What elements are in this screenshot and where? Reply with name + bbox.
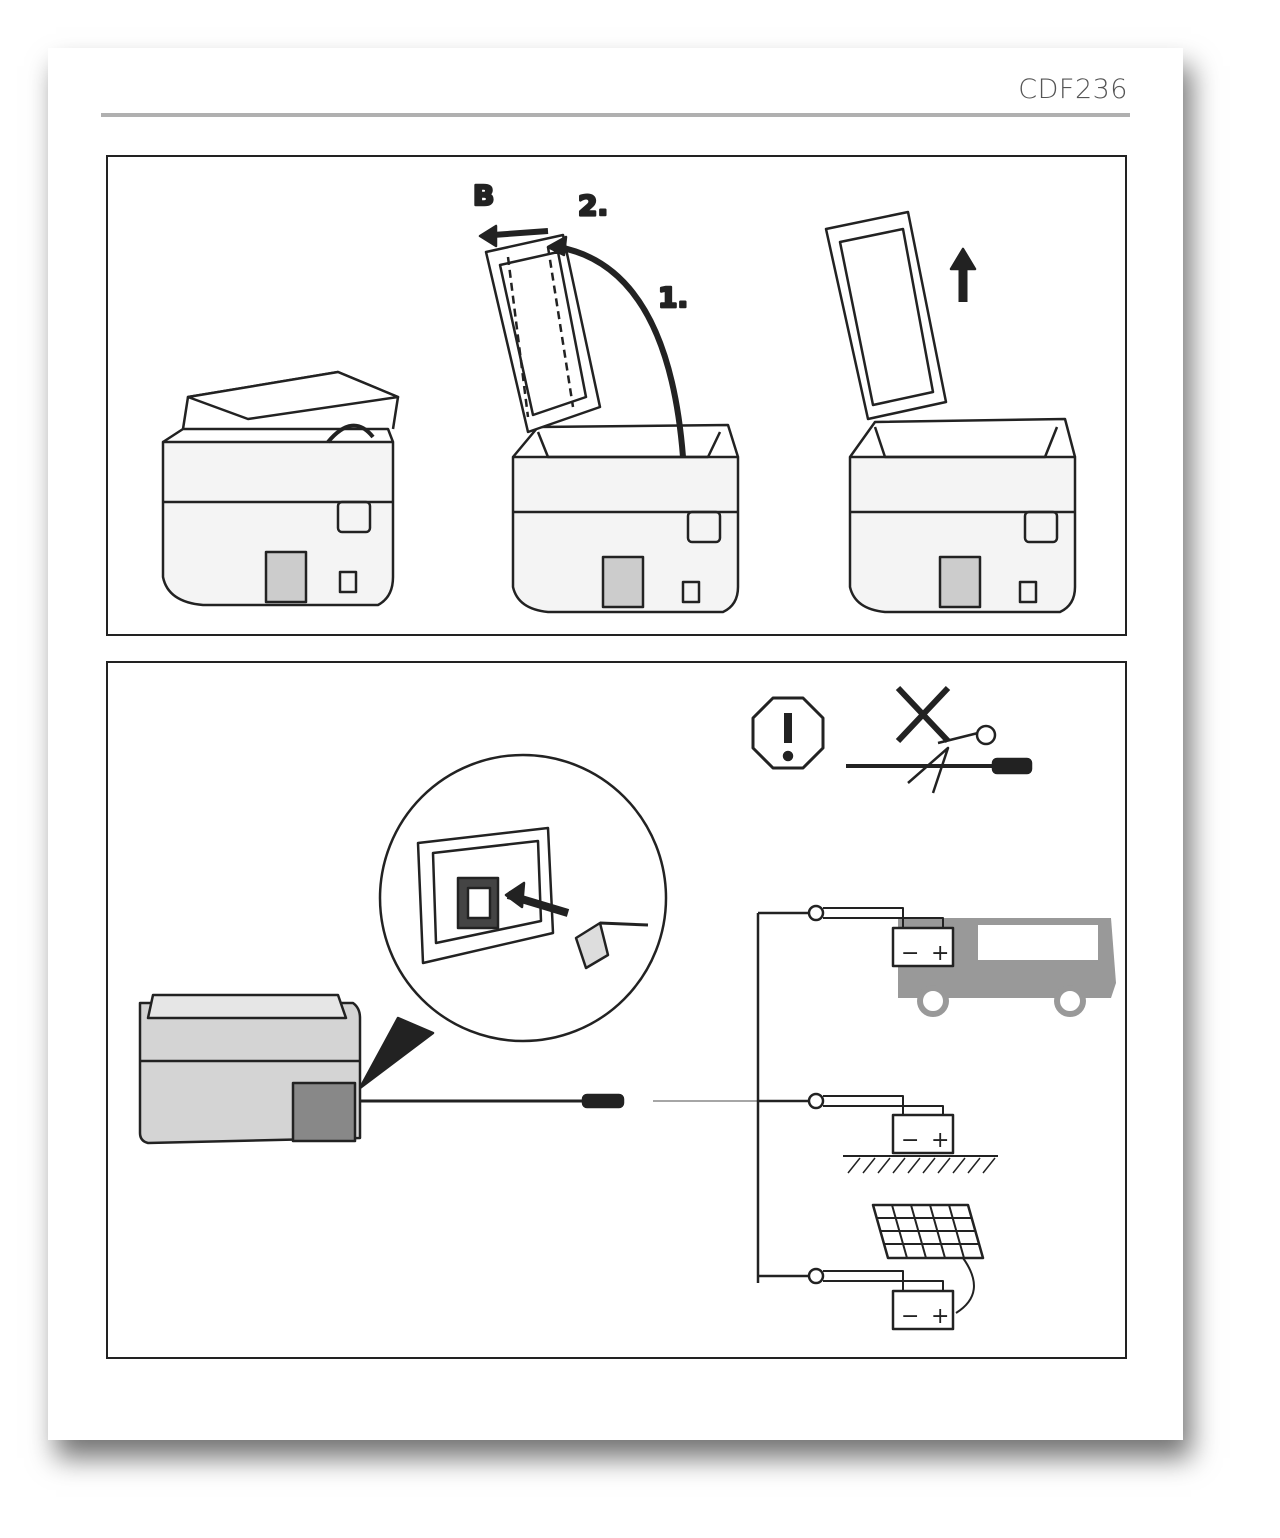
cooler-lid-closed (161, 370, 400, 607)
car-plug-icon (581, 1093, 625, 1109)
label-step-1: 1. (658, 281, 688, 314)
battery-plus: + (931, 941, 949, 966)
model-number: CDF236 (1018, 74, 1128, 105)
battery-plus: + (931, 1128, 949, 1153)
warning-octagon-icon (751, 696, 825, 770)
battery-plus: + (931, 1304, 949, 1329)
label-b: B (473, 179, 494, 212)
power-connection-figure: − + − + − + (106, 661, 1127, 1359)
solar-panel-battery: − + (823, 1203, 985, 1331)
do-not-cut-cable-icon (846, 685, 1033, 794)
up-arrow-icon (949, 247, 977, 302)
cooler-lid-lift-off (824, 210, 1077, 614)
battery-minus: − (901, 941, 919, 966)
ground-battery: − + (823, 1095, 998, 1174)
vehicle-battery: − + (823, 907, 1116, 1017)
label-step-2: 2. (578, 189, 608, 222)
lid-removal-figure: B 2. 1. (106, 155, 1127, 636)
battery-minus: − (901, 1128, 919, 1153)
cooler-lid-open-tilt (478, 224, 740, 614)
battery-minus: − (901, 1304, 919, 1329)
header-rule (101, 113, 1130, 117)
cooler-side (138, 993, 362, 1145)
socket-detail (358, 753, 668, 1090)
